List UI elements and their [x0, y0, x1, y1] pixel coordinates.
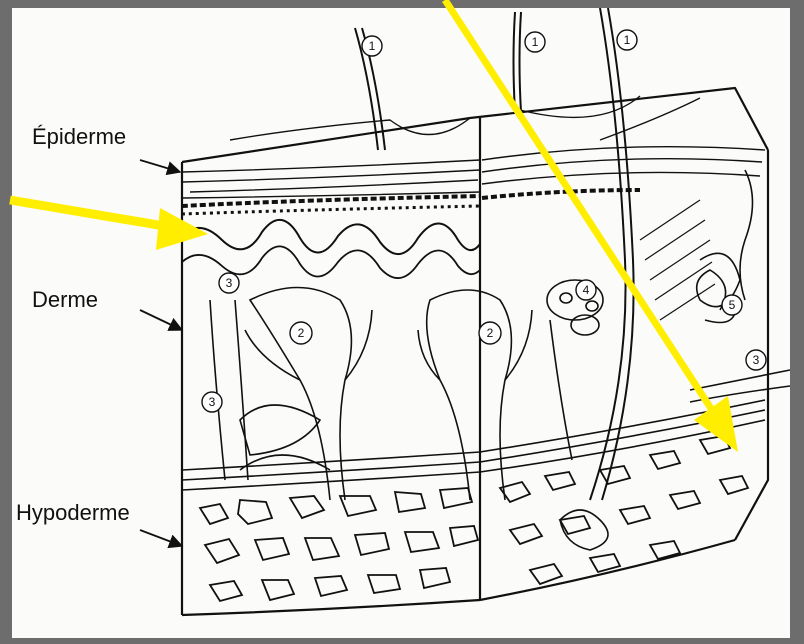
- label-epiderme: Épiderme: [32, 124, 126, 150]
- callout-text: 5: [729, 298, 736, 312]
- epidermis-layer: [182, 96, 765, 278]
- hair-shafts: [355, 8, 634, 550]
- callout-3c: 3: [746, 350, 766, 370]
- callout-3a: 3: [219, 273, 239, 293]
- highlight-arrow-diagonal: [445, 0, 738, 452]
- callout-2b: 2: [479, 322, 501, 344]
- callout-1b: 1: [525, 32, 545, 52]
- callout-1a: 1: [362, 36, 382, 56]
- callout-2a: 2: [290, 322, 312, 344]
- callout-text: 2: [487, 326, 494, 340]
- dermis-vascular-network: [182, 288, 765, 501]
- derme-pointer-arrow: [140, 310, 182, 330]
- callout-3b: 3: [202, 392, 222, 412]
- label-hypoderme: Hypoderme: [16, 500, 130, 526]
- callout-4: 4: [576, 280, 596, 300]
- callout-text: 1: [624, 33, 631, 47]
- label-derme: Derme: [32, 287, 98, 313]
- callout-text: 2: [298, 326, 305, 340]
- highlight-arrow-left: [10, 200, 208, 250]
- callout-text: 4: [583, 283, 590, 297]
- skin-block-outline: [182, 88, 768, 615]
- yellow-highlight-arrows: [10, 0, 738, 452]
- hypodermis-fat-lobules: [200, 436, 748, 601]
- callout-5: 5: [722, 295, 742, 315]
- callout-text: 1: [532, 35, 539, 49]
- callout-text: 3: [226, 276, 233, 290]
- callout-text: 1: [369, 39, 376, 53]
- callout-text: 3: [753, 353, 760, 367]
- hypoderme-pointer-arrow: [140, 530, 182, 546]
- callout-text: 3: [209, 395, 216, 409]
- epiderme-pointer-arrow: [140, 160, 180, 172]
- callout-1c: 1: [617, 30, 637, 50]
